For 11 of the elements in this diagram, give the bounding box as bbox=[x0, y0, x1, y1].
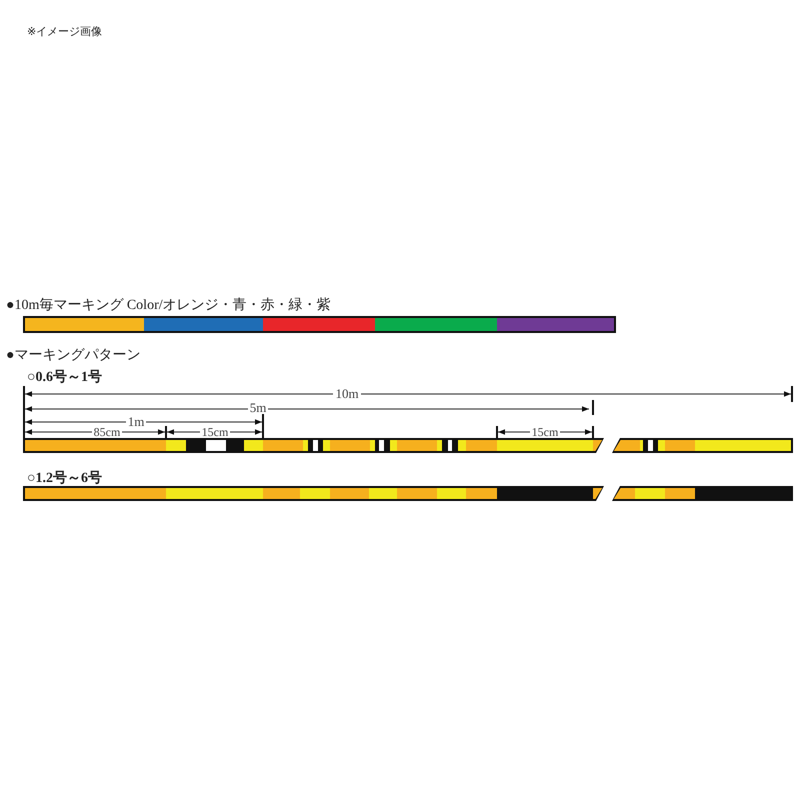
section-heading: ●マーキングパターン bbox=[6, 349, 140, 363]
dimension-label: 15cm bbox=[530, 426, 560, 438]
line-size-label: ○1.2号～6号 bbox=[27, 472, 102, 486]
note-text: ※イメージ画像 bbox=[27, 26, 102, 37]
dimension-label: 1m bbox=[126, 415, 146, 428]
section-heading: ●10m毎マーキング Color/オレンジ・青・赤・緑・紫 bbox=[6, 299, 331, 313]
dimension-label: 15cm bbox=[200, 426, 230, 438]
line-size-label: ○0.6号～1号 bbox=[27, 371, 102, 385]
dimension-label: 10m bbox=[333, 387, 361, 400]
dimension-label: 85cm bbox=[92, 426, 122, 438]
dimension-label: 5m bbox=[248, 401, 268, 414]
